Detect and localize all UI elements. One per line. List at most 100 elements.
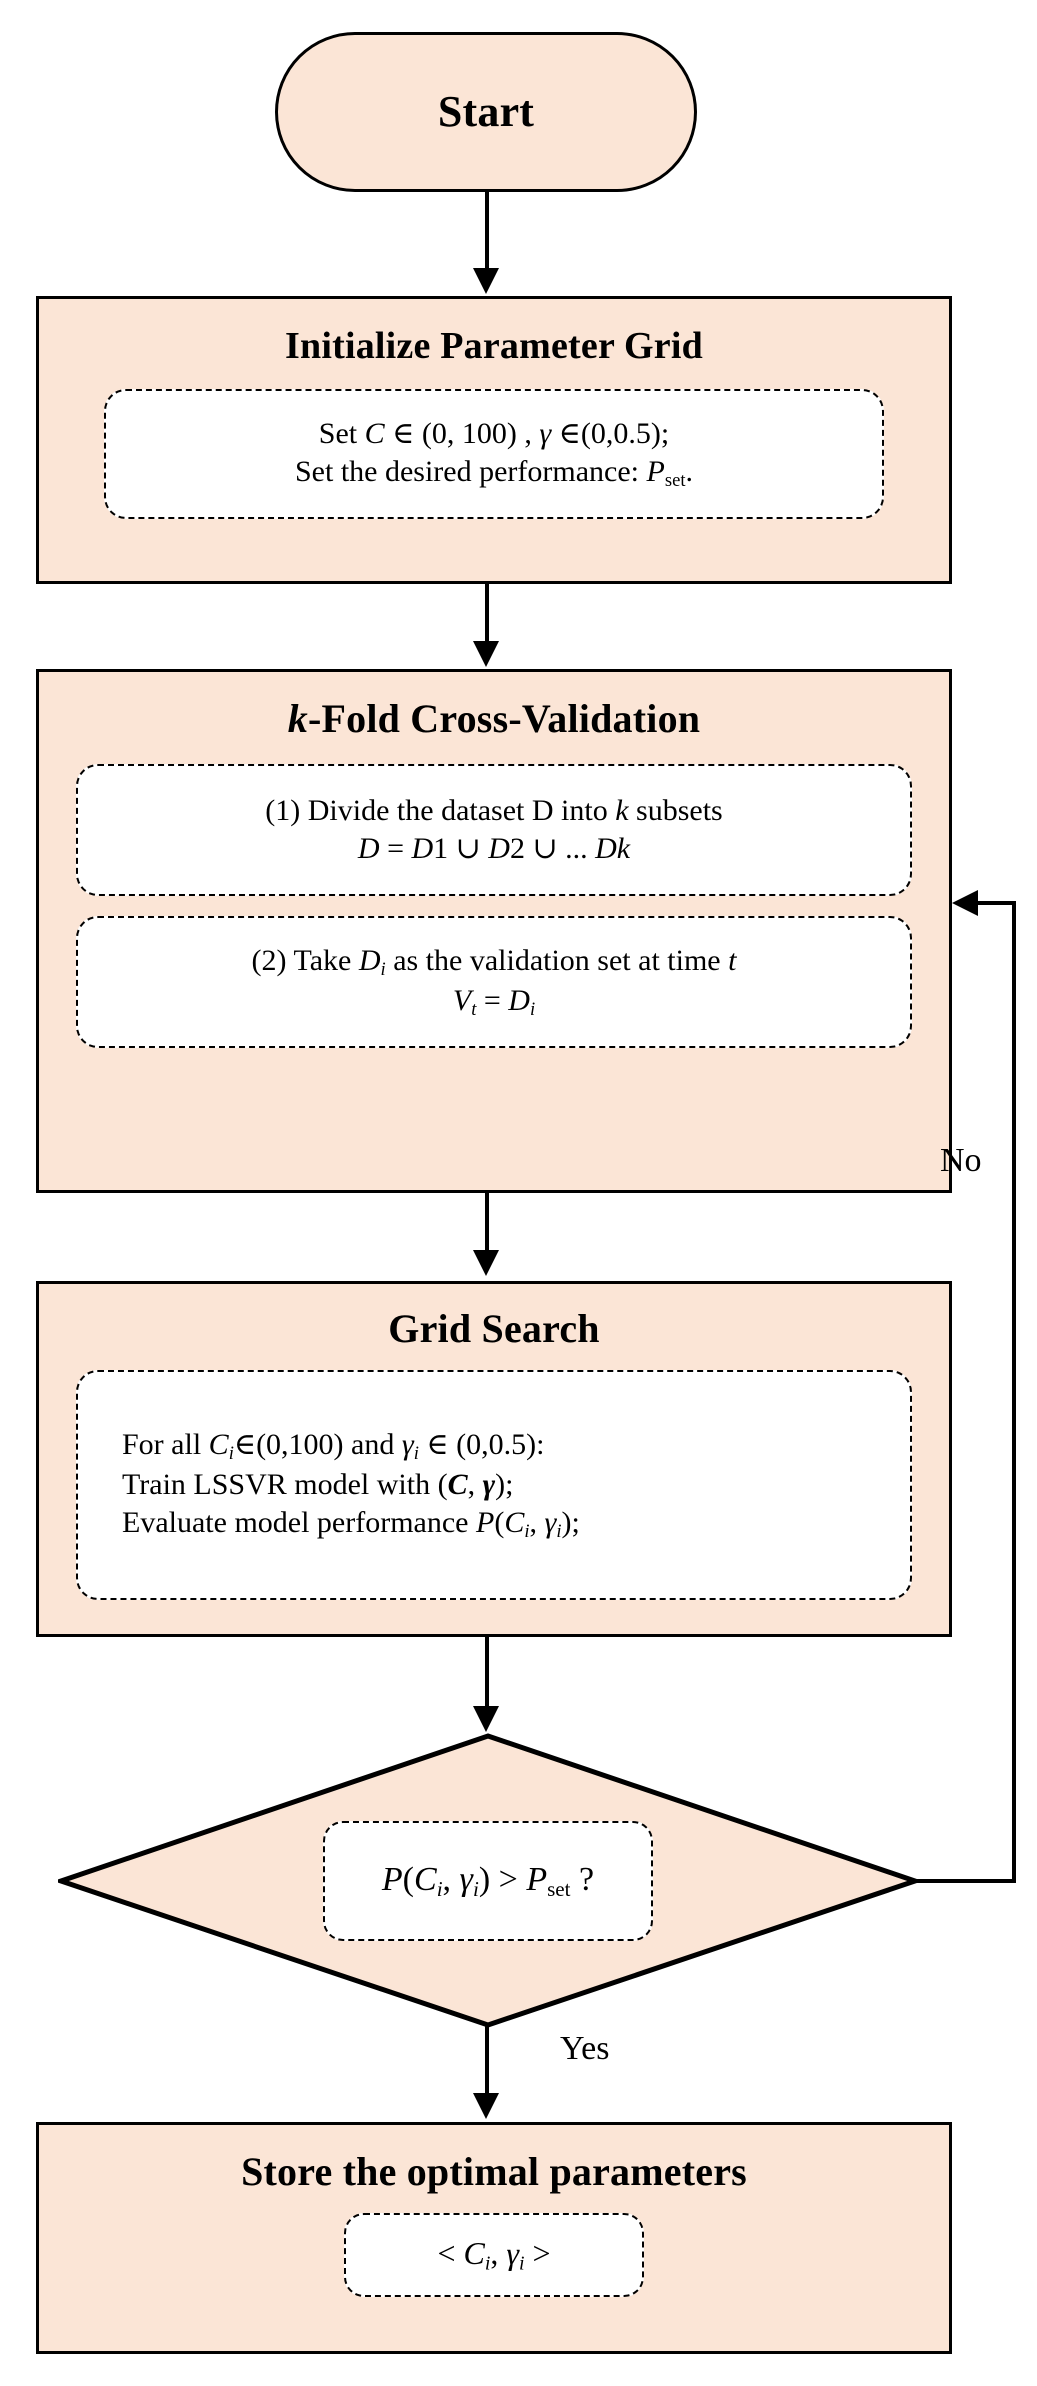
gridsearch-line-2: Train LSSVR model with (C, γ); — [122, 1466, 513, 1504]
var-V: V — [452, 984, 472, 1017]
node-initialize-parameter-grid[interactable]: Initialize Parameter Grid Set C ∈ (0, 10… — [36, 296, 952, 584]
op-union-1: 1 ∪ — [433, 832, 489, 865]
node-decision[interactable]: P(Ci, γi) > Pset ? — [58, 1733, 918, 2028]
var-P: P — [646, 455, 665, 489]
comma: , — [529, 1506, 545, 1540]
period: . — [685, 455, 694, 489]
subscript-i: i — [524, 1521, 530, 1543]
node-store-optimal-parameters[interactable]: Store the optimal parameters < Ci, γi > — [36, 2122, 952, 2354]
var-C-bold: C — [447, 1467, 468, 1501]
node-start[interactable]: Start — [275, 32, 697, 192]
kfold-step2-line-1: (2) Take Di as the validation set at tim… — [252, 942, 737, 982]
edge-line-vertical — [1012, 903, 1016, 1882]
subscript-i: i — [484, 2252, 491, 2275]
text-subsets: subsets — [628, 793, 723, 827]
gridsearch-title: Grid Search — [388, 1306, 600, 1351]
text-desired-performance: Set the desired performance: — [294, 455, 647, 489]
var-C: C — [364, 416, 385, 450]
subscript-i: i — [529, 999, 536, 1021]
subscript-i: i — [556, 1521, 562, 1543]
range-C: ∈(0,100) and — [233, 1427, 402, 1461]
initialize-detail-line-1: Set C ∈ (0, 100) , γ ∈(0,0.5); — [319, 415, 669, 453]
op-equals: = — [379, 832, 412, 865]
gridsearch-line-3: Evaluate model performance P(Ci, γi); — [122, 1504, 580, 1544]
angle-close: > — [524, 2235, 551, 2272]
arrow-head-icon — [473, 2093, 499, 2119]
var-D: D — [357, 832, 380, 865]
kfold-title-k: k — [287, 696, 308, 741]
edge-label-no: No — [940, 1142, 982, 1179]
arrow-head-icon — [473, 1250, 499, 1276]
arrow-head-icon — [473, 268, 499, 294]
subscript-i: i — [518, 2252, 525, 2275]
text-set: Set — [318, 416, 365, 450]
gridsearch-detail-panel: For all Ci∈(0,100) and γi ∈ (0,0.5): Tra… — [76, 1370, 912, 1600]
kfold-step2-panel: (2) Take Di as the validation set at tim… — [76, 916, 912, 1048]
angle-open: < — [437, 2235, 464, 2272]
var-C: C — [504, 1506, 525, 1540]
initialize-detail-panel: Set C ∈ (0, 100) , γ ∈(0,0.5); Set the d… — [104, 388, 884, 519]
range-gamma: ∈(0,0.5); — [551, 416, 670, 450]
edge-line-bottom — [910, 1879, 1016, 1883]
var-t: t — [728, 944, 737, 977]
node-kfold-cross-validation[interactable]: k-Fold Cross-Validation (1) Divide the d… — [36, 669, 952, 1193]
gridsearch-line-1: For all Ci∈(0,100) and γi ∈ (0,0.5): — [122, 1426, 544, 1466]
store-detail: < Ci, γi > — [437, 2233, 550, 2277]
subscript-i: i — [228, 1443, 234, 1464]
edge-line — [485, 1193, 489, 1255]
kfold-step1-panel: (1) Divide the dataset D into k subsets … — [76, 764, 912, 896]
edge-line-top — [978, 901, 1016, 905]
close-paren: ); — [561, 1506, 580, 1540]
node-grid-search[interactable]: Grid Search For all Ci∈(0,100) and γi ∈ … — [36, 1281, 952, 1637]
start-label: Start — [437, 86, 535, 136]
close-paren: ); — [495, 1467, 514, 1501]
var-Dk: D — [595, 832, 617, 865]
kfold-title-rest: -Fold Cross-Validation — [307, 696, 701, 741]
range-gamma: ∈ (0,0.5): — [418, 1427, 545, 1461]
range-C: ∈ (0, 100) , — [384, 416, 540, 450]
var-Di: D — [358, 944, 381, 977]
var-C: C — [463, 2235, 485, 2272]
subscript-i: i — [413, 1443, 419, 1464]
text-train-lssvr: Train LSSVR model with ( — [122, 1467, 448, 1501]
initialize-detail-line-2: Set the desired performance: Pset. — [295, 453, 693, 493]
var-gamma-bold: γ — [482, 1467, 496, 1501]
text-for-all: For all — [122, 1427, 209, 1461]
var-gamma: γ — [539, 416, 552, 450]
var-C: C — [208, 1427, 229, 1461]
op-union-2: 2 ∪ ... — [509, 832, 596, 865]
text-evaluate: Evaluate model performance — [122, 1506, 476, 1540]
diamond-shape — [58, 1733, 918, 2028]
text-validation-set: as the validation set at time — [385, 944, 729, 977]
kfold-step1-line-2: D = D1 ∪ D2 ∪ ... Dk — [358, 830, 630, 868]
arrow-head-icon — [952, 890, 978, 916]
var-D: D — [508, 984, 530, 1017]
kfold-step2-line-2: Vt = Di — [453, 982, 535, 1022]
text-divide-dataset: (1) Divide the dataset D into — [265, 793, 616, 827]
edge-line — [485, 2024, 489, 2096]
var-Dk-index: k — [616, 832, 631, 865]
var-P: P — [476, 1506, 495, 1540]
store-title: Store the optimal parameters — [241, 2149, 747, 2194]
initialize-title: Initialize Parameter Grid — [285, 325, 703, 367]
kfold-step1-line-1: (1) Divide the dataset D into k subsets — [265, 792, 722, 830]
var-k: k — [615, 793, 629, 827]
comma: , — [490, 2235, 507, 2272]
var-gamma: γ — [506, 2235, 519, 2272]
var-gamma: γ — [544, 1506, 557, 1540]
var-D1: D — [411, 832, 434, 865]
edge-line — [485, 584, 489, 646]
op-equals: = — [476, 984, 509, 1017]
subscript-t: t — [471, 999, 477, 1021]
var-D2: D — [488, 832, 510, 865]
subscript-set: set — [664, 470, 686, 492]
comma: , — [467, 1467, 483, 1501]
edge-label-yes: Yes — [560, 2030, 610, 2067]
store-detail-panel: < Ci, γi > — [344, 2213, 644, 2297]
open-paren: ( — [494, 1506, 505, 1540]
edge-line — [485, 1637, 489, 1709]
edge-line — [485, 192, 489, 274]
var-gamma: γ — [401, 1427, 414, 1461]
arrow-head-icon — [473, 1706, 499, 1732]
